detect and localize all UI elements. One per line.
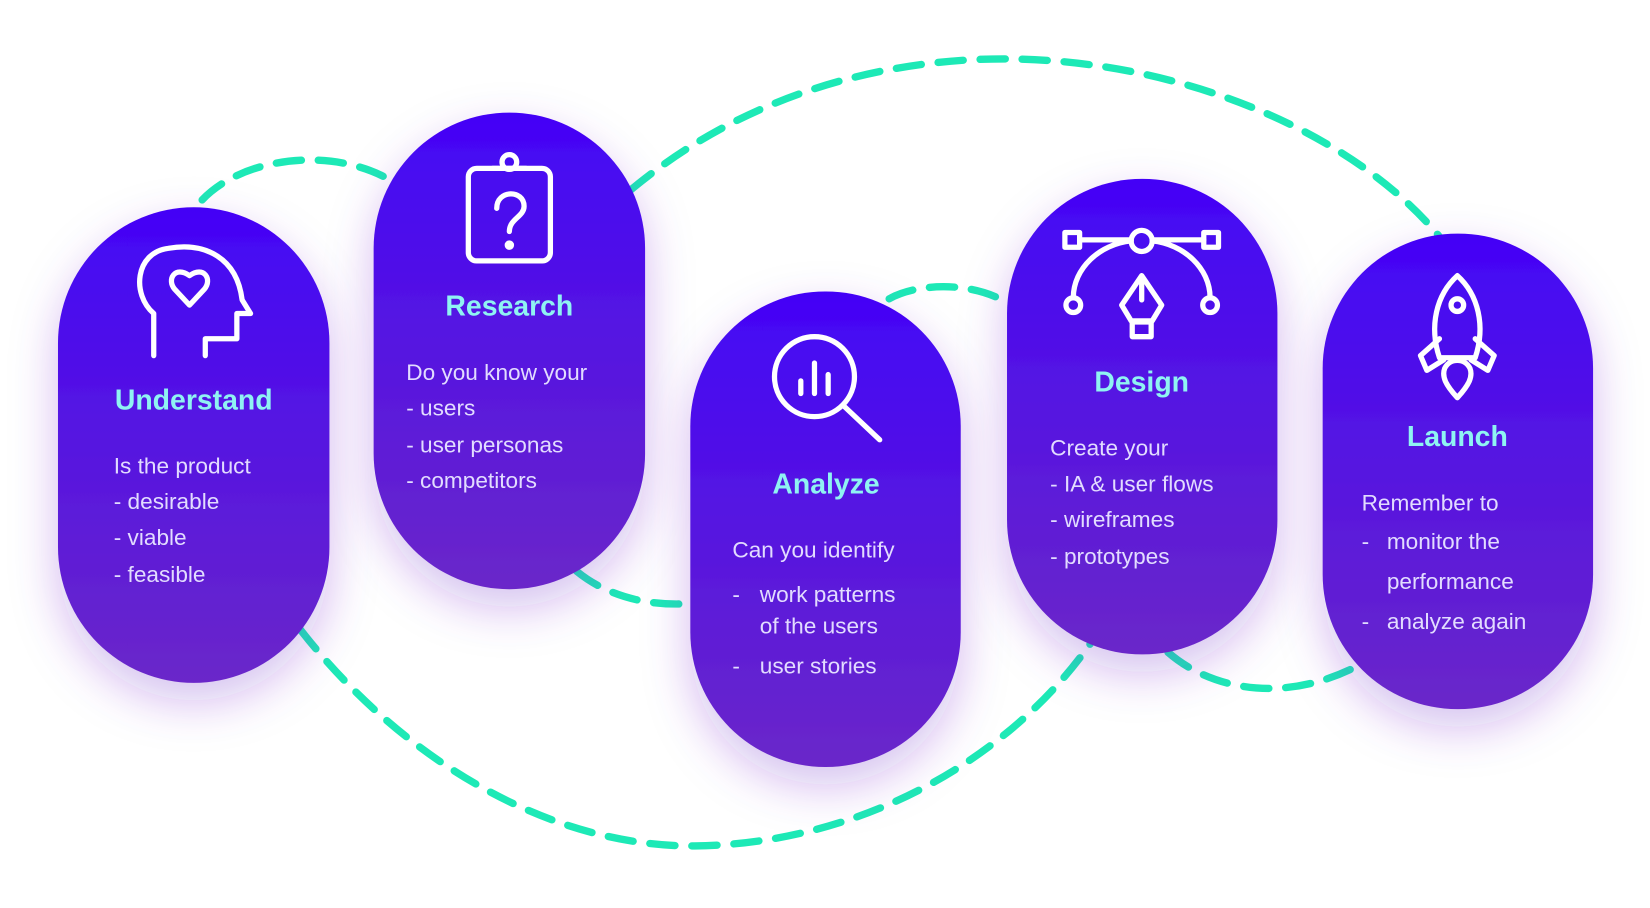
connector-research-analyze — [573, 567, 686, 608]
step-text: Is the product — [114, 453, 252, 478]
step-text: of the users — [760, 613, 878, 638]
dashed-connectors — [198, 55, 1444, 850]
step-text: - desirable — [114, 489, 220, 514]
step-understand — [57, 207, 330, 683]
step-text: - competitors — [406, 468, 537, 493]
step-text: Create your — [1050, 436, 1169, 461]
step-text: - feasible — [114, 562, 206, 587]
step-title: Launch — [1407, 421, 1508, 453]
step-text: - — [1362, 529, 1370, 554]
step-text: - — [732, 582, 740, 607]
step-text: - IA & user flows — [1050, 471, 1213, 496]
pen-bezier-icon — [1062, 227, 1222, 340]
clipboard-question-icon — [465, 152, 554, 264]
step-text: - users — [406, 396, 475, 421]
connector-design-launch — [1164, 648, 1364, 693]
step-title: Understand — [115, 384, 273, 416]
step-text: Do you know your — [406, 360, 587, 385]
step-title: Research — [445, 291, 573, 323]
step-title: Analyze — [772, 468, 879, 500]
connector-understand-research — [198, 156, 388, 204]
step-text: - user personas — [406, 432, 563, 457]
rocket-icon — [1417, 273, 1497, 401]
step-text: - viable — [114, 525, 187, 550]
magnifier-chart-icon — [771, 334, 883, 443]
step-research — [373, 112, 646, 590]
step-text: - prototypes — [1050, 544, 1169, 569]
step-text: user stories — [760, 653, 877, 678]
step-text: - — [732, 653, 740, 678]
step-text: - wireframes — [1050, 507, 1174, 532]
connector-understand-design — [296, 625, 1094, 850]
head-heart-icon — [137, 244, 254, 359]
step-launch — [1322, 233, 1594, 710]
step-analyze — [690, 291, 961, 768]
step-text: Can you identify — [732, 538, 895, 563]
step-text: analyze again — [1387, 609, 1527, 634]
step-text: monitor the — [1387, 529, 1500, 554]
connector-research-launch — [627, 55, 1444, 241]
step-title: Design — [1094, 366, 1189, 398]
step-text: Remember to — [1362, 490, 1499, 515]
step-text: performance — [1387, 569, 1514, 594]
step-text: work patterns — [759, 582, 896, 607]
connector-analyze-design — [885, 283, 1012, 307]
step-text: - — [1362, 609, 1370, 634]
